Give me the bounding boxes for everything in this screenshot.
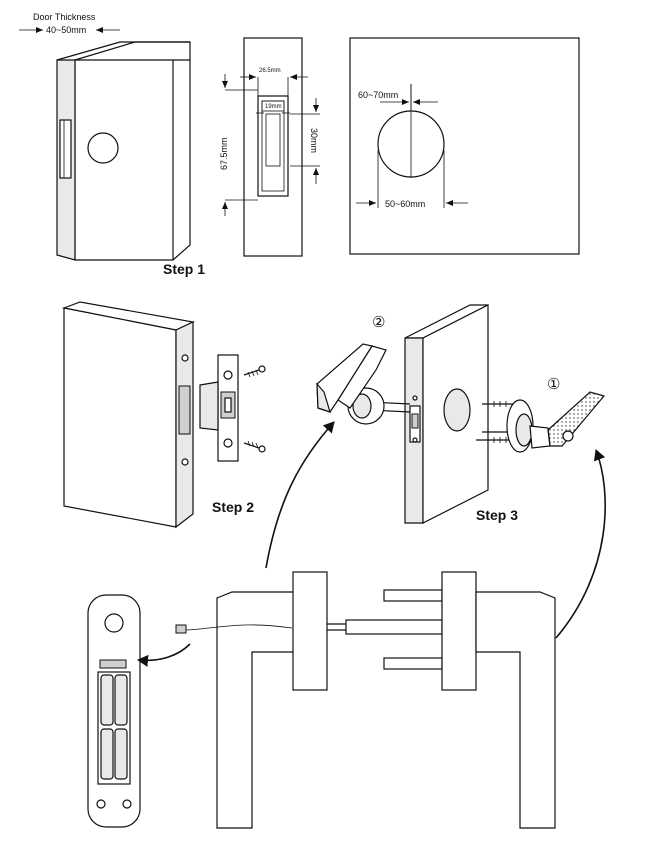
callout-1: ① bbox=[547, 376, 560, 393]
height-30mm: 30mm bbox=[309, 128, 319, 153]
width-26-5mm: 26.5mm bbox=[259, 68, 281, 74]
arrow-to-battery-panel bbox=[137, 643, 191, 667]
step3-inner-handle: ② bbox=[316, 314, 411, 425]
hole-50-60mm: 50~60mm bbox=[385, 199, 425, 209]
latch-hole bbox=[59, 119, 72, 179]
width-19mm: 19mm bbox=[265, 104, 282, 110]
step2-door bbox=[61, 301, 195, 529]
step3-outer-handle: ① bbox=[476, 376, 606, 453]
step2-latch-slot bbox=[178, 385, 191, 435]
height-67-5mm: 67.5mm bbox=[219, 137, 229, 170]
lock-hole bbox=[87, 132, 119, 164]
assembly-spindle bbox=[327, 589, 443, 670]
step1-latch-template: 26.5mm 19mm 67.5mm 30mm bbox=[219, 37, 320, 257]
hole-60-70mm: 60~70mm bbox=[358, 90, 398, 100]
left-rosette bbox=[292, 571, 328, 691]
step3-label: Step 3 bbox=[476, 507, 518, 523]
arrow-to-inner-handle bbox=[265, 421, 335, 569]
step1-door-thickness: Door Thickness 40~50mm bbox=[19, 12, 120, 35]
step1-hole-template: 60~70mm 50~60mm bbox=[349, 37, 580, 255]
step2-latch bbox=[199, 354, 239, 462]
callout-2: ② bbox=[372, 314, 385, 331]
step3-door bbox=[404, 304, 489, 524]
assembly-left-handle bbox=[216, 571, 328, 829]
door-thickness-value: 40~50mm bbox=[46, 25, 86, 35]
arrow-to-outer-handle bbox=[555, 449, 606, 639]
battery-panel bbox=[87, 594, 141, 828]
step3-door-hole bbox=[443, 388, 471, 432]
outer-handle-lever bbox=[547, 391, 606, 447]
right-rosette bbox=[441, 571, 477, 691]
step2-screws bbox=[243, 365, 266, 453]
assembly-right-handle bbox=[441, 571, 556, 829]
step1-label: Step 1 bbox=[163, 261, 205, 277]
step1-door-perspective bbox=[56, 41, 191, 261]
cable bbox=[175, 624, 293, 634]
step2-label: Step 2 bbox=[212, 499, 254, 515]
door-thickness-label: Door Thickness bbox=[33, 12, 96, 22]
